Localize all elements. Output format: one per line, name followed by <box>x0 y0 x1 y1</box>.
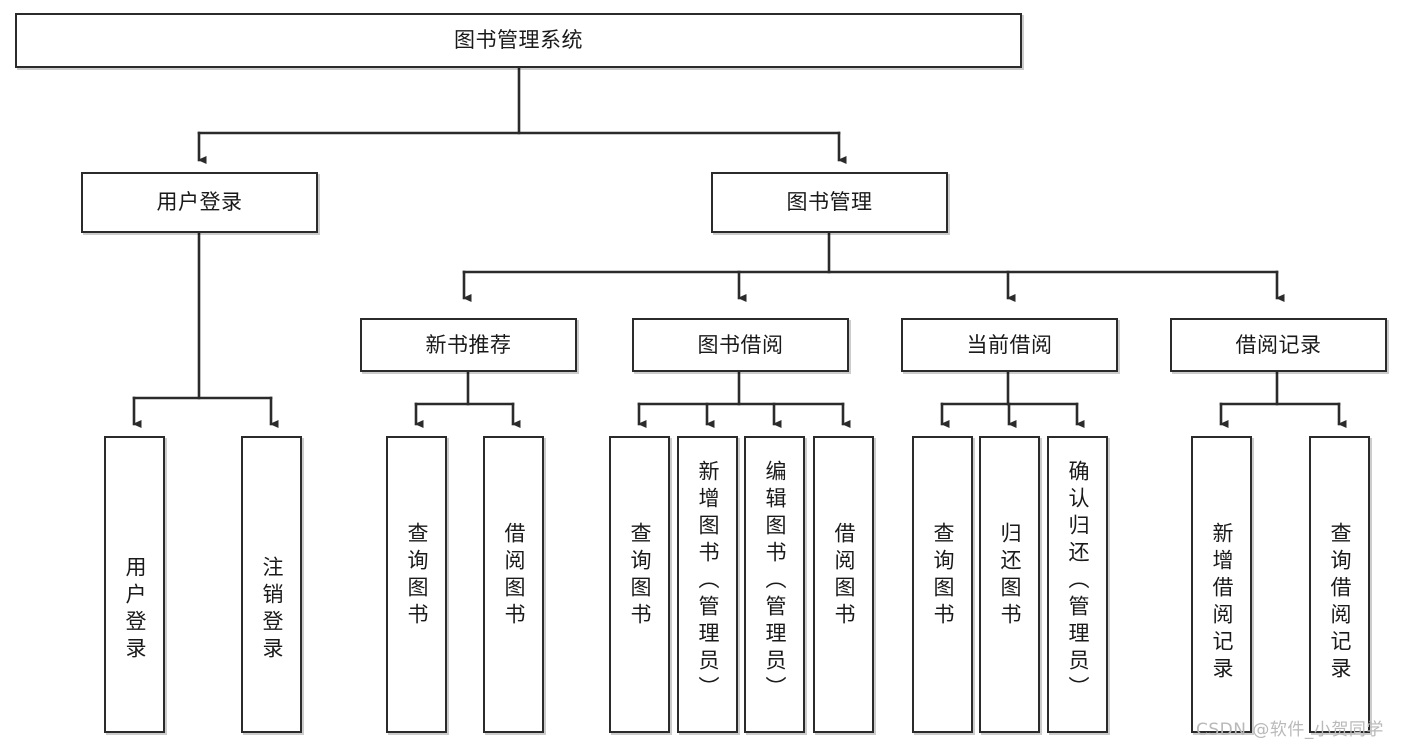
edge-group-book-manage <box>462 231 1285 303</box>
node-root-system[interactable]: 图书管理系统 <box>15 13 1022 68</box>
node-new-book-recommend[interactable]: 新书推荐 <box>360 318 577 372</box>
edge-group-current-borrow <box>940 370 1085 429</box>
edge-group-borrow-record <box>1219 370 1347 429</box>
node-current-borrow[interactable]: 当前借阅 <box>901 318 1118 372</box>
node-leaf-return-book[interactable]: 归还图书 <box>979 436 1040 733</box>
node-leaf-confirm-return-label: 确认归还（管理员） <box>1066 460 1090 703</box>
node-leaf-user-logout[interactable]: 注销登录 <box>241 436 302 733</box>
node-leaf-add-book-label: 新增图书（管理员） <box>696 460 720 703</box>
node-book-borrow-label: 图书借阅 <box>697 332 784 357</box>
node-leaf-query-book-2[interactable]: 查询图书 <box>609 436 670 733</box>
node-borrow-record[interactable]: 借阅记录 <box>1170 318 1387 372</box>
node-leaf-borrow-book-2[interactable]: 借阅图书 <box>813 436 874 733</box>
csdn-watermark: CSDN @软件_小贺同学 <box>1196 720 1384 740</box>
edge-group-book-borrow <box>637 370 851 429</box>
node-book-manage[interactable]: 图书管理 <box>711 172 948 233</box>
node-leaf-confirm-return[interactable]: 确认归还（管理员） <box>1047 436 1108 733</box>
node-new-book-recommend-label: 新书推荐 <box>425 332 512 357</box>
node-user-login[interactable]: 用户登录 <box>81 172 318 233</box>
node-book-borrow[interactable]: 图书借阅 <box>632 318 849 372</box>
node-leaf-query-book-3[interactable]: 查询图书 <box>912 436 973 733</box>
edge-group-root <box>197 66 847 165</box>
node-leaf-borrow-book-2-label: 借阅图书 <box>832 522 856 630</box>
node-leaf-query-book-1[interactable]: 查询图书 <box>386 436 447 733</box>
node-user-login-label: 用户登录 <box>156 190 243 215</box>
node-leaf-query-book-3-label: 查询图书 <box>931 522 955 630</box>
node-leaf-user-login-label: 用户登录 <box>123 556 147 664</box>
node-leaf-user-logout-label: 注销登录 <box>260 556 284 664</box>
node-root-system-label: 图书管理系统 <box>454 28 583 53</box>
node-leaf-borrow-book-1[interactable]: 借阅图书 <box>483 436 544 733</box>
node-leaf-add-record[interactable]: 新增借阅记录 <box>1191 436 1252 733</box>
node-current-borrow-label: 当前借阅 <box>966 332 1053 357</box>
edge-group-user-login <box>132 231 279 429</box>
node-leaf-query-record-label: 查询借阅记录 <box>1328 522 1352 684</box>
node-leaf-query-book-1-label: 查询图书 <box>405 522 429 630</box>
node-leaf-borrow-book-1-label: 借阅图书 <box>502 522 526 630</box>
node-leaf-add-book[interactable]: 新增图书（管理员） <box>677 436 738 733</box>
node-leaf-edit-book[interactable]: 编辑图书（管理员） <box>744 436 805 733</box>
node-leaf-user-login[interactable]: 用户登录 <box>104 436 165 733</box>
node-book-manage-label: 图书管理 <box>786 190 873 215</box>
edge-group-new-book-recommend <box>414 370 521 429</box>
node-leaf-return-book-label: 归还图书 <box>998 522 1022 630</box>
node-leaf-add-record-label: 新增借阅记录 <box>1210 522 1234 684</box>
node-leaf-edit-book-label: 编辑图书（管理员） <box>763 460 787 703</box>
node-borrow-record-label: 借阅记录 <box>1235 332 1322 357</box>
node-leaf-query-record[interactable]: 查询借阅记录 <box>1309 436 1370 733</box>
node-leaf-query-book-2-label: 查询图书 <box>628 522 652 630</box>
